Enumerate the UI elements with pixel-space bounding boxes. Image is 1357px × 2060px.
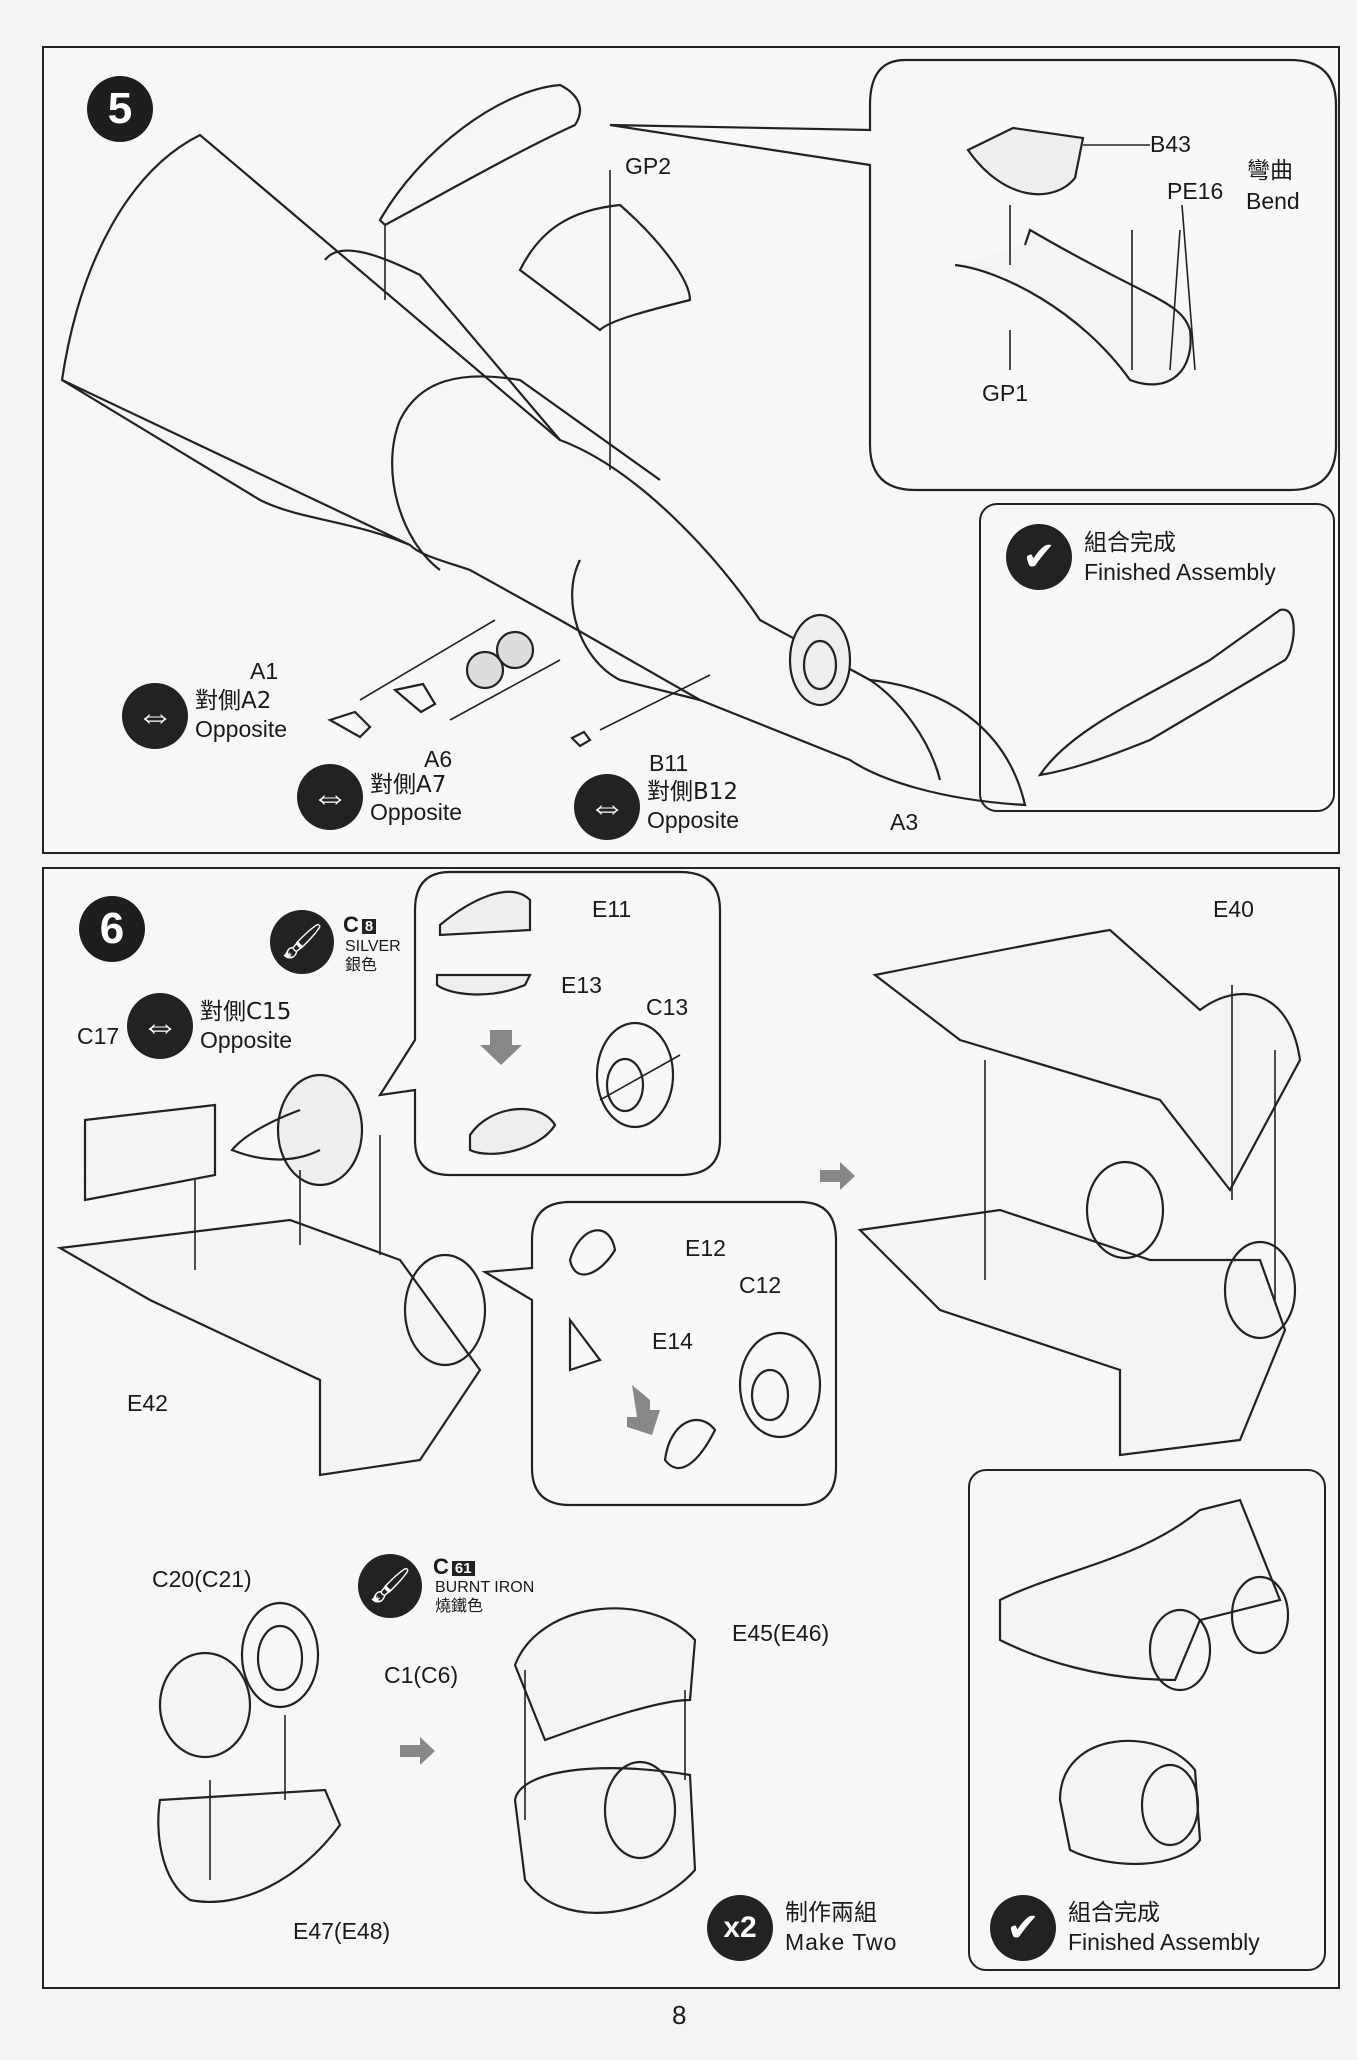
opposite-arrows-icon: ⇔	[127, 993, 193, 1059]
part-label-b11: B11	[649, 750, 689, 776]
part-label-b43: B43	[1150, 131, 1191, 157]
paint-code-letter: C	[343, 912, 359, 937]
fuselage-drawing	[60, 83, 1027, 807]
part-label-c17: C17	[77, 1023, 120, 1049]
make-two-label-cn: 制作兩組	[785, 1900, 877, 1926]
opposite-arrows-icon: ⇔	[574, 774, 640, 840]
bend-label-cn: 彎曲	[1247, 158, 1293, 184]
paint-name-en: BURNT IRON	[435, 1579, 535, 1596]
part-label-gp1: GP1	[982, 380, 1029, 406]
opposite-arrows-icon: ⇔	[122, 683, 188, 749]
detail-callout-6a	[377, 870, 722, 1177]
part-label-e45: E45(E46)	[732, 1620, 830, 1646]
part-label-a1: A1	[250, 658, 279, 684]
opposite-label-cn-a2: 對側A2	[195, 688, 272, 714]
part-label-gp2: GP2	[625, 153, 672, 179]
finished-label-en-6: Finished Assembly	[1068, 1929, 1260, 1955]
paint-name-en: SILVER	[345, 938, 401, 955]
opposite-label-cn-a7: 對側A7	[370, 772, 447, 798]
part-label-e12: E12	[685, 1235, 726, 1261]
part-label-e11: E11	[592, 896, 632, 922]
part-label-c12: C12	[739, 1272, 782, 1298]
check-icon: ✔	[990, 1895, 1056, 1961]
bend-label-en: Bend	[1246, 188, 1300, 214]
part-label-c20: C20(C21)	[152, 1566, 252, 1592]
part-label-e14: E14	[652, 1328, 693, 1354]
paint-brush-icon: 🖌	[358, 1554, 422, 1618]
check-icon: ✔	[1006, 524, 1072, 590]
paint-brush-icon: 🖌	[270, 910, 334, 974]
part-label-pe16: PE16	[1167, 178, 1224, 204]
finished-assembly-box-5	[979, 503, 1335, 812]
paint-code-number: 61	[451, 1560, 475, 1576]
make-two-badge: x2	[707, 1895, 773, 1961]
part-label-c13: C13	[646, 994, 689, 1020]
finished-label-cn-6: 組合完成	[1068, 1900, 1160, 1926]
opposite-label-en-b12: Opposite	[647, 807, 740, 833]
part-label-a3: A3	[890, 809, 919, 835]
part-label-e40: E40	[1213, 896, 1254, 922]
detail-callout-6b	[481, 1200, 838, 1507]
finished-label-en-5: Finished Assembly	[1084, 559, 1276, 585]
paint-name-cn: 燒鐵色	[435, 1596, 484, 1615]
opposite-arrows-icon: ⇔	[297, 764, 363, 830]
finished-assembly-box-6	[968, 1469, 1326, 1971]
opposite-label-en-c15: Opposite	[200, 1027, 293, 1053]
paint-code-letter: C	[433, 1554, 449, 1579]
opposite-label-cn-b12: 對側B12	[647, 779, 739, 805]
part-label-e42: E42	[127, 1390, 168, 1416]
part-label-a6: A6	[424, 746, 453, 772]
opposite-label-cn-c15: 對側C15	[200, 999, 292, 1025]
opposite-label-en-a7: Opposite	[370, 799, 463, 825]
part-label-e13: E13	[561, 972, 602, 998]
opposite-label-en-a2: Opposite	[195, 716, 288, 742]
page-number: 8	[672, 2000, 687, 2030]
paint-code-number: 8	[361, 918, 377, 934]
step-number-5: 5	[87, 76, 153, 142]
make-two-label-en: Make Two	[785, 1929, 898, 1955]
part-label-c1: C1(C6)	[384, 1662, 459, 1688]
paint-name-cn: 銀色	[345, 955, 378, 974]
finished-label-cn-5: 組合完成	[1084, 530, 1176, 556]
detail-callout-5	[609, 58, 1338, 492]
step-number-6: 6	[79, 896, 145, 962]
part-label-e47: E47(E48)	[293, 1918, 391, 1944]
